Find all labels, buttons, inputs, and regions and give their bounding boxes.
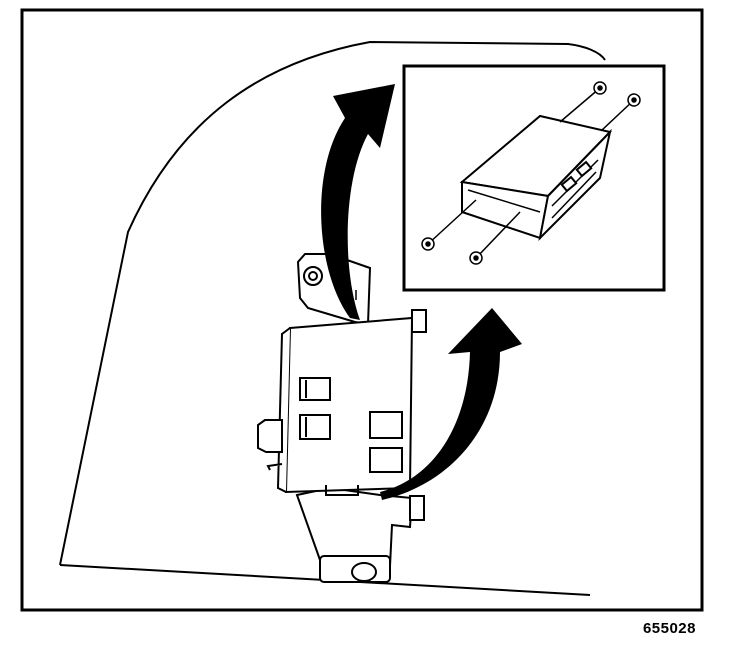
control-module bbox=[257, 290, 414, 496]
mounting-bracket bbox=[295, 253, 427, 583]
screw-icon bbox=[469, 251, 483, 265]
detail-inset bbox=[402, 64, 666, 292]
screw-icon bbox=[421, 237, 435, 251]
removed-module bbox=[459, 114, 612, 242]
diagram-frame bbox=[20, 8, 704, 612]
curved-arrow-icon bbox=[380, 308, 522, 500]
module-screws bbox=[421, 81, 641, 265]
screw-icon bbox=[627, 93, 641, 107]
figure-reference-number: 655028 bbox=[642, 620, 696, 637]
curved-arrow-icon bbox=[321, 84, 395, 320]
screw-icon bbox=[593, 81, 607, 95]
module-connector-slots bbox=[299, 377, 403, 473]
